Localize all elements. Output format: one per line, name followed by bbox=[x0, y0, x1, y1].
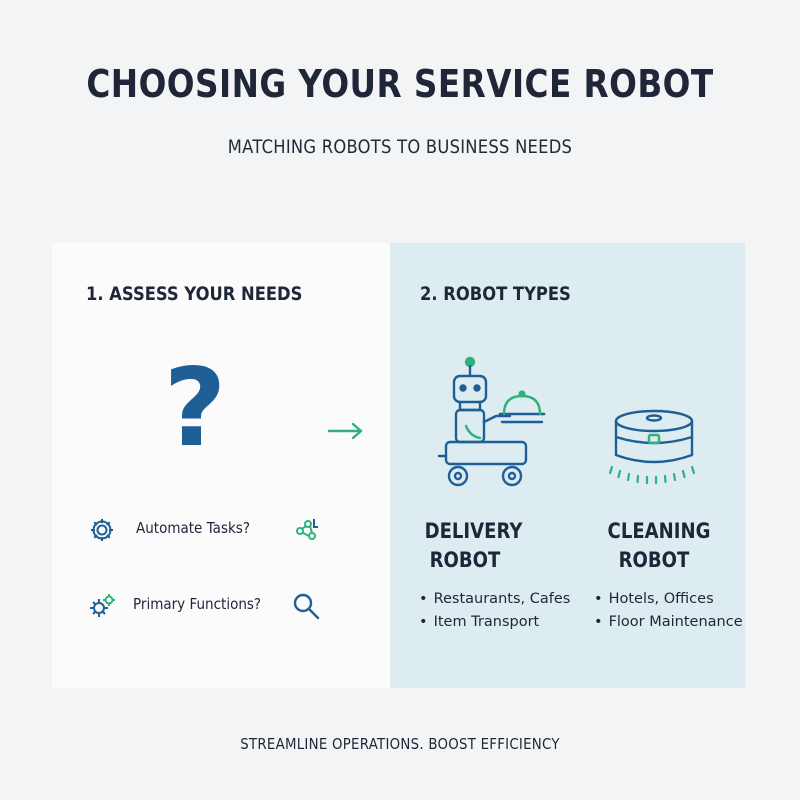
delivery-robot-title-line2: ROBOT bbox=[429, 548, 501, 572]
list-item: Restaurants, Cafes bbox=[419, 588, 571, 611]
cleaning-robot-title: CLEANING ROBOT bbox=[607, 517, 711, 575]
automate-tasks-label: Automate Tasks? bbox=[136, 519, 251, 537]
magnifier-icon bbox=[293, 593, 320, 620]
delivery-robot-title-line1: DELIVERY bbox=[424, 519, 523, 543]
assess-needs-panel bbox=[52, 243, 390, 688]
assess-needs-heading: 1. ASSESS YOUR NEEDS bbox=[86, 283, 303, 305]
arrow-right-icon bbox=[327, 422, 363, 440]
delivery-robot-title: DELIVERY ROBOT bbox=[424, 517, 523, 575]
gears-icon bbox=[90, 594, 115, 617]
cleaning-robot-uses: Hotels, Offices Floor Maintenance bbox=[594, 588, 743, 634]
workflow-icon bbox=[296, 519, 318, 540]
gear-icon bbox=[91, 519, 113, 541]
list-item: Hotels, Offices bbox=[594, 588, 743, 611]
delivery-robot-uses: Restaurants, Cafes Item Transport bbox=[419, 588, 571, 634]
question-mark-icon: ? bbox=[163, 346, 227, 471]
cleaning-robot-title-line1: CLEANING bbox=[607, 519, 711, 543]
page-title: CHOOSING YOUR SERVICE ROBOT bbox=[86, 62, 714, 106]
cleaning-robot-icon bbox=[608, 409, 696, 485]
delivery-robot-icon bbox=[437, 356, 546, 487]
page-subtitle: MATCHING ROBOTS TO BUSINESS NEEDS bbox=[227, 136, 573, 158]
primary-functions-label: Primary Functions? bbox=[133, 595, 262, 613]
cleaning-robot-title-line2: ROBOT bbox=[618, 548, 690, 572]
robot-types-heading: 2. ROBOT TYPES bbox=[420, 283, 571, 305]
list-item: Floor Maintenance bbox=[594, 611, 743, 634]
list-item: Item Transport bbox=[419, 611, 570, 634]
footer-tagline: STREAMLINE OPERATIONS. BOOST EFFICIENCY bbox=[240, 735, 560, 753]
